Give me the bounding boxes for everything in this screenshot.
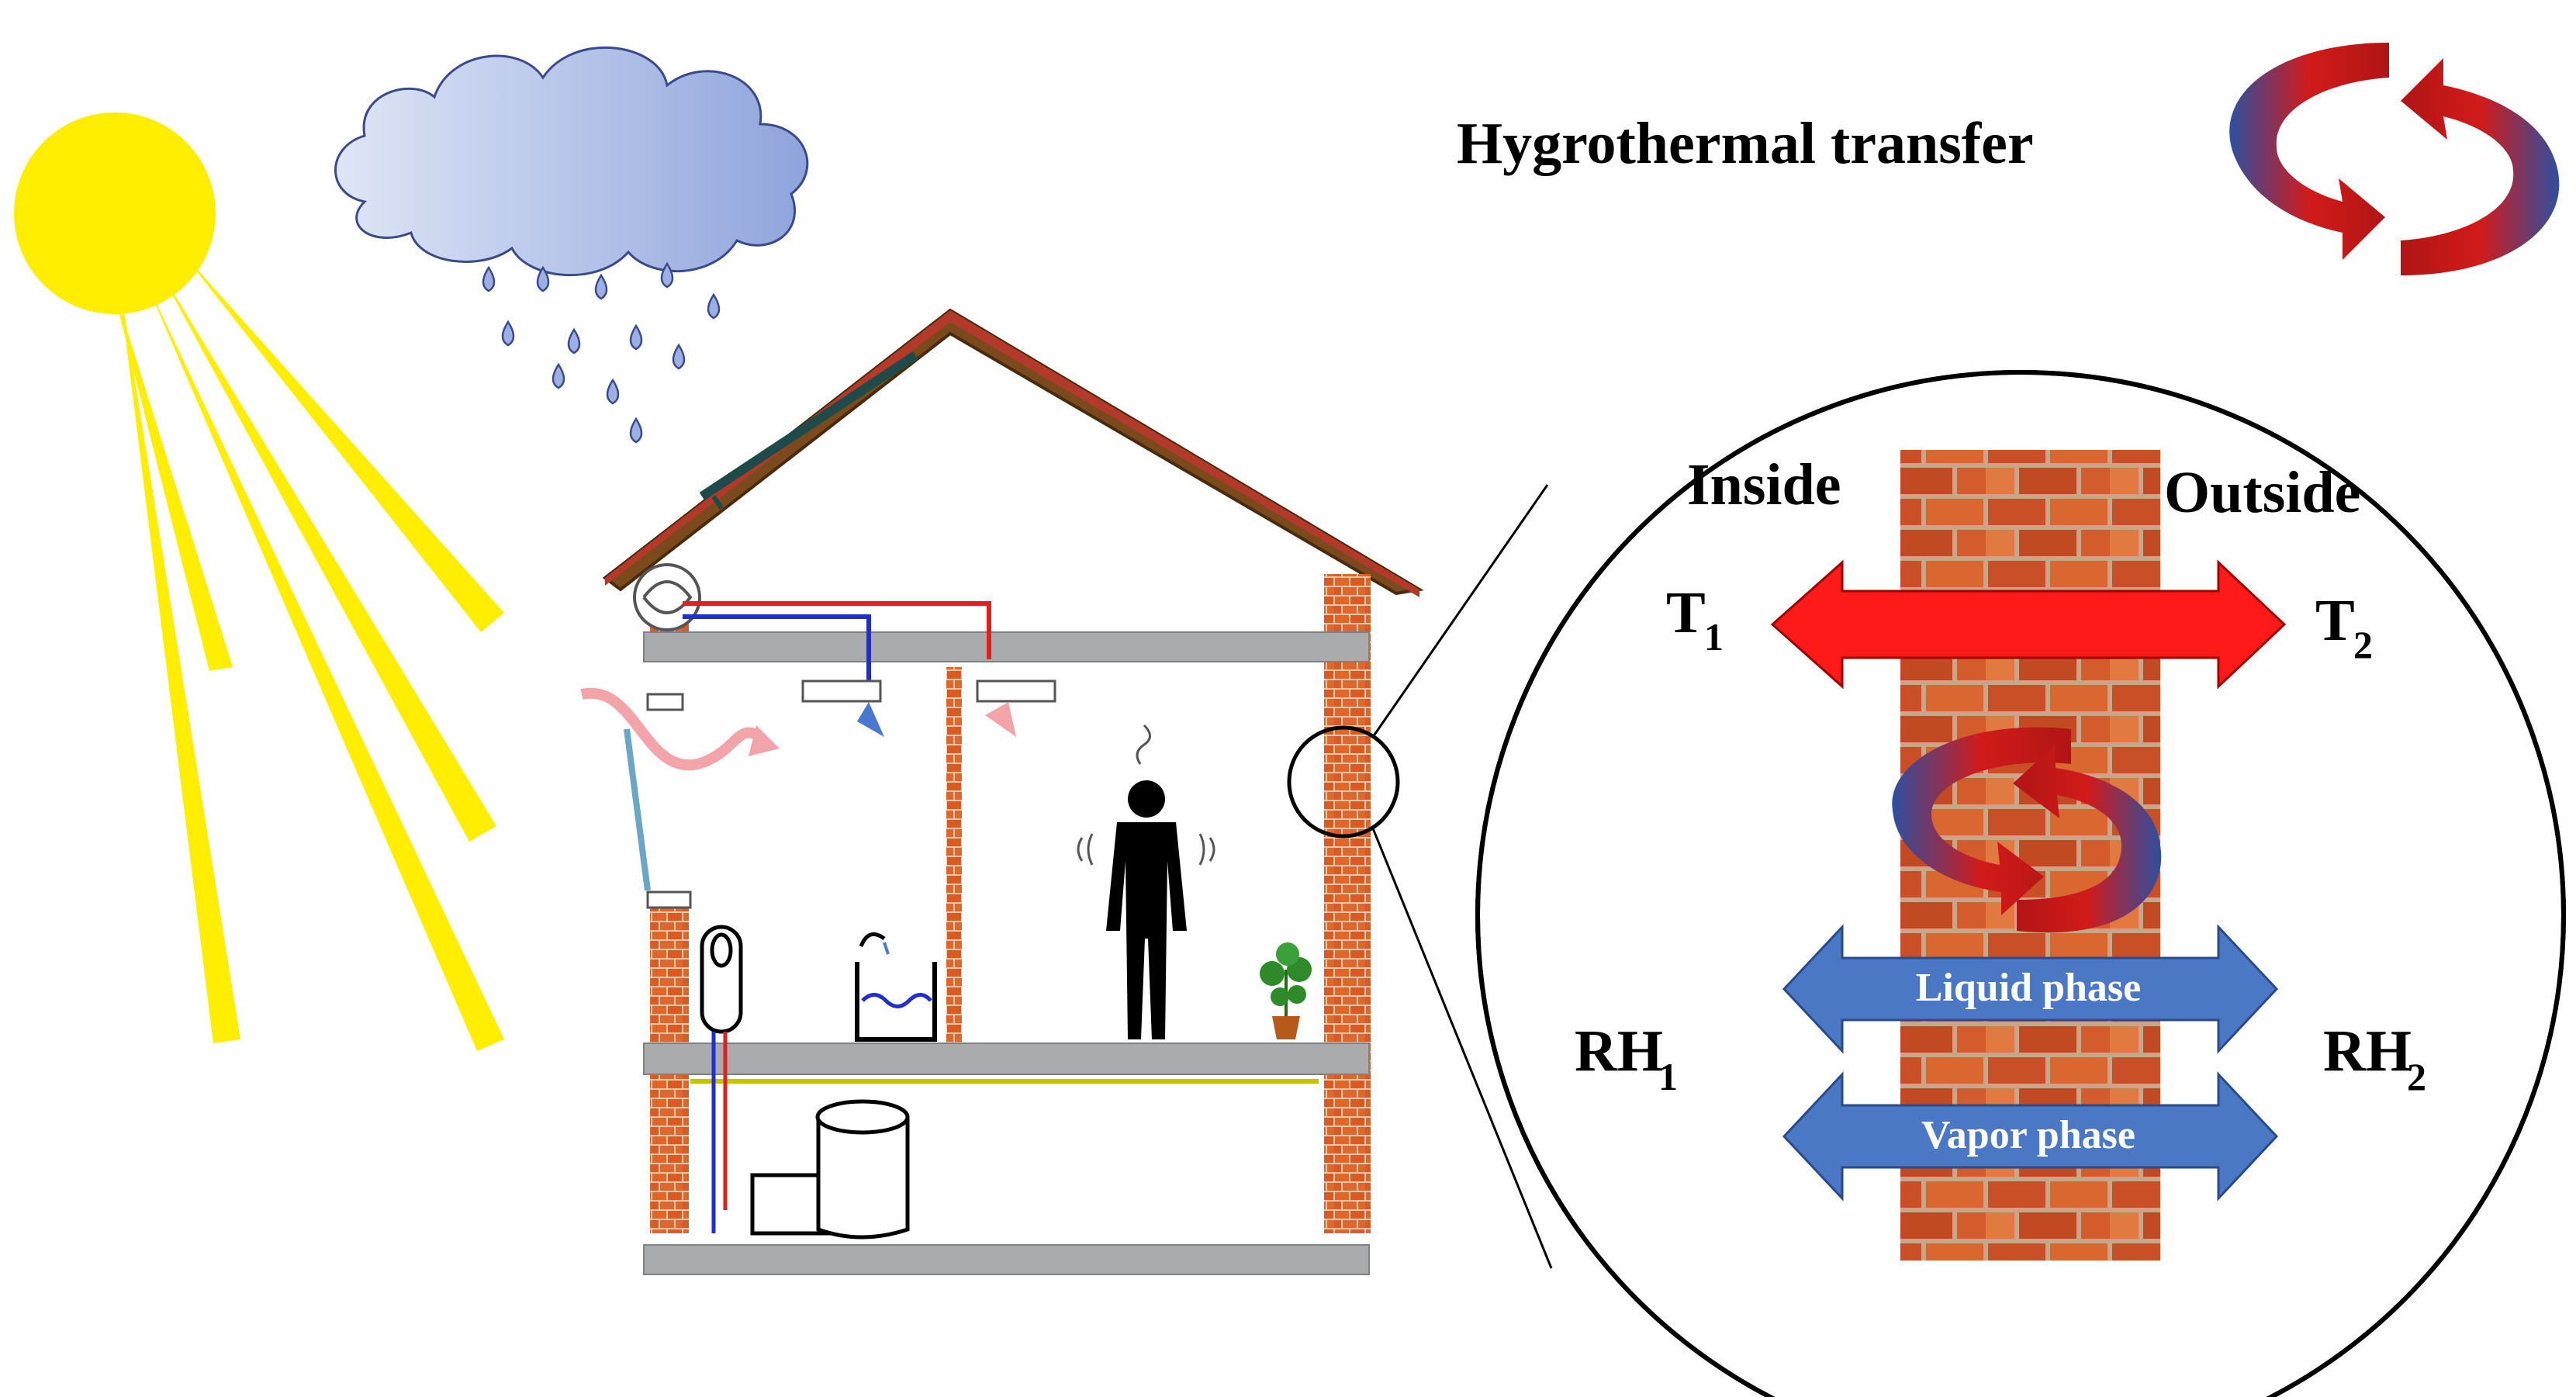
plant-icon <box>1260 942 1312 1039</box>
humidity-left: RH 1 <box>1575 1018 1678 1098</box>
inside-label: Inside <box>1687 452 1841 517</box>
humidity-right: RH 2 <box>2323 1018 2426 1098</box>
svg-text:1: 1 <box>1658 1055 1678 1098</box>
temperature-left: T 1 <box>1666 580 1724 659</box>
svg-text:T: T <box>2315 588 2355 653</box>
svg-text:2: 2 <box>2353 623 2373 666</box>
outside-label: Outside <box>2164 460 2360 525</box>
water-heater-icon <box>700 925 910 1240</box>
solar-panel-icon <box>699 351 918 510</box>
sink-icon <box>855 932 937 1042</box>
house-icon <box>580 308 1553 1275</box>
ventilation-unit-icon <box>633 563 1056 737</box>
legend-title: Hygrothermal transfer <box>1457 111 2034 176</box>
wall-detail-zoom: Inside Outside T 1 T 2 Liquid phase Vapo… <box>1475 370 2566 1397</box>
rain-cloud-icon <box>334 46 809 444</box>
vapor-phase-arrow <box>1782 1071 2279 1202</box>
svg-text:RH: RH <box>2323 1018 2412 1084</box>
temperature-right: T 2 <box>2315 588 2373 666</box>
sun-icon <box>14 112 504 1051</box>
wall-zoom-marker <box>1287 725 1400 839</box>
liquid-phase-label: Liquid phase <box>1916 966 2142 1010</box>
person-icon <box>1077 724 1215 1039</box>
moisture-cycle-icon <box>1892 727 2162 933</box>
svg-text:1: 1 <box>1704 615 1724 659</box>
vapor-phase-label: Vapor phase <box>1921 1113 2135 1157</box>
cycle-arrows-icon <box>2229 43 2560 275</box>
svg-text:RH: RH <box>1575 1018 1663 1084</box>
svg-text:2: 2 <box>2407 1055 2426 1098</box>
svg-text:T: T <box>1666 580 1706 645</box>
heat-flow-arrow <box>1770 559 2287 690</box>
liquid-phase-arrow <box>1782 924 2279 1054</box>
